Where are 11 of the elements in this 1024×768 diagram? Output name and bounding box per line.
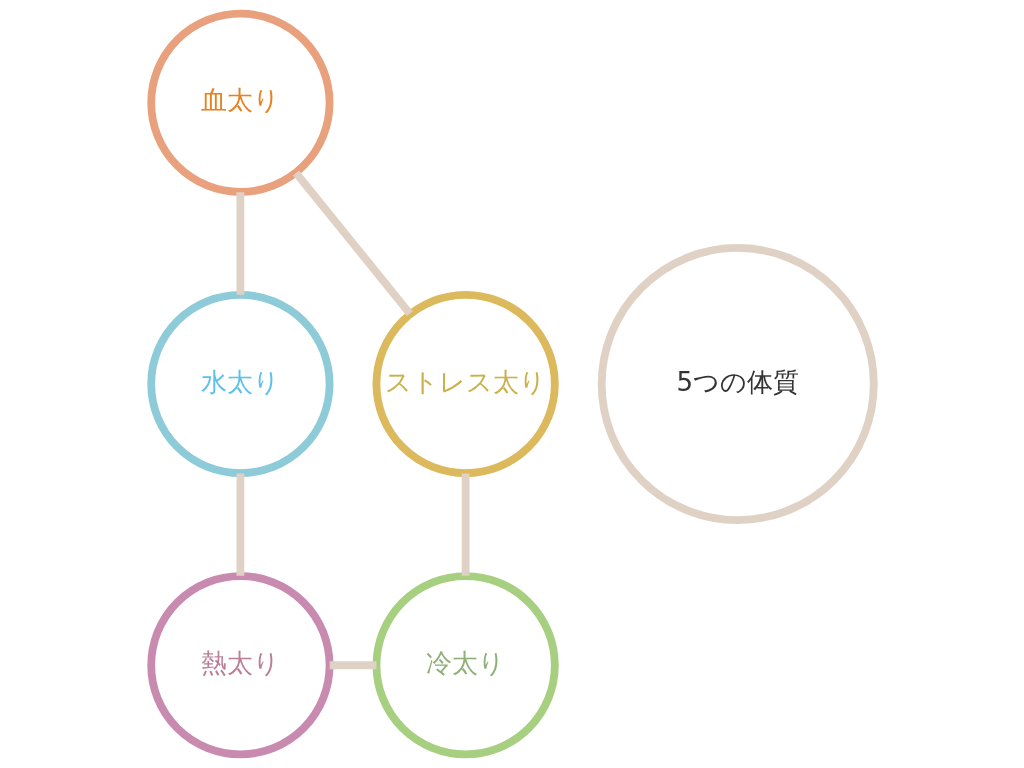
node-circle: 熱太り — [146, 572, 333, 759]
connector — [236, 192, 244, 295]
connector — [461, 473, 470, 576]
node-circle: 水太り — [146, 290, 333, 478]
node-circle: 5つの体質 — [597, 244, 878, 524]
node-circle: 冷太り — [372, 572, 559, 759]
connector — [292, 170, 413, 317]
connector — [329, 661, 376, 670]
node-circle: ストレス太り — [372, 290, 559, 478]
node-circle: 血太り — [146, 9, 333, 196]
connector — [236, 473, 244, 576]
